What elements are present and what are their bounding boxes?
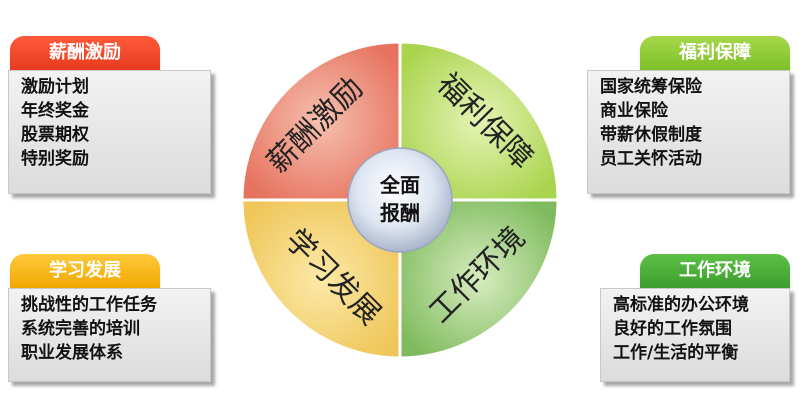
- list-item: 高标准的办公环境: [613, 295, 749, 315]
- segment-salary: [240, 40, 402, 202]
- list-item: 商业保险: [600, 101, 668, 121]
- segment-environment: [398, 198, 560, 360]
- center-label-line1: 全面: [379, 173, 420, 197]
- list-item: 带薪休假制度: [600, 125, 702, 145]
- list-item: 员工关怀活动: [600, 149, 702, 169]
- learning-panel: 挑战性的工作任务 系统完善的培训 职业发展体系: [8, 288, 211, 382]
- salary-panel-title: 薪酬激励: [10, 36, 160, 70]
- welfare-panel: 国家统筹保险 商业保险 带薪休假制度 员工关怀活动: [587, 70, 790, 194]
- list-item: 激励计划: [21, 77, 89, 97]
- list-item: 职业发展体系: [21, 343, 123, 363]
- list-item: 股票期权: [21, 125, 89, 145]
- segment-welfare: [398, 40, 560, 202]
- list-item: 特别奖励: [21, 149, 89, 169]
- segment-learning: [240, 198, 402, 360]
- center-circle: [347, 147, 453, 253]
- list-item: 挑战性的工作任务: [21, 295, 157, 315]
- list-item: 国家统筹保险: [600, 77, 702, 97]
- environment-panel: 高标准的办公环境 良好的工作氛围 工作/生活的平衡: [600, 288, 790, 382]
- learning-panel-title: 学习发展: [10, 254, 160, 288]
- list-item: 良好的工作氛围: [613, 319, 732, 339]
- list-item: 系统完善的培训: [21, 319, 140, 339]
- environment-panel-title: 工作环境: [640, 254, 790, 288]
- list-item: 年终奖金: [21, 101, 89, 121]
- list-item: 工作/生活的平衡: [613, 343, 739, 363]
- salary-panel: 激励计划 年终奖金 股票期权 特别奖励: [8, 70, 211, 194]
- center-label-line2: 报酬: [380, 201, 420, 225]
- welfare-panel-title: 福利保障: [640, 36, 790, 70]
